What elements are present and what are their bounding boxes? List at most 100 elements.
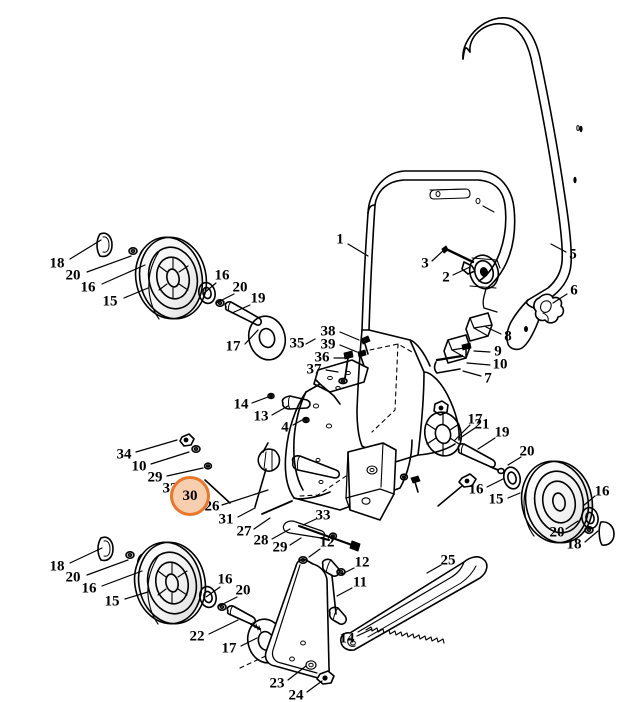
callout-leader-16 — [582, 495, 596, 507]
callout-leader-35 — [305, 338, 316, 345]
callout-leader-4 — [292, 418, 305, 426]
callout-leader-2 — [452, 266, 471, 276]
callout-number-7: 7 — [484, 370, 492, 387]
callout-leader-26 — [221, 489, 269, 506]
callout-number-16: 16 — [594, 483, 610, 500]
callout-number-10: 10 — [131, 458, 147, 475]
callout-number-14: 14 — [339, 630, 355, 647]
callout-number-31: 31 — [218, 511, 234, 528]
callout-number-20: 20 — [65, 267, 81, 284]
callout-number-37: 37 — [306, 361, 322, 378]
callout-number-17: 17 — [467, 411, 483, 428]
callout-number-15: 15 — [102, 293, 118, 310]
callout-leader-20 — [86, 559, 129, 576]
callout-leader-5 — [550, 243, 567, 253]
callout-number-19: 19 — [494, 424, 510, 441]
callout-number-27: 27 — [236, 523, 252, 540]
callout-number-15: 15 — [488, 491, 504, 508]
callout-number-39: 39 — [320, 336, 336, 353]
callout-number-10: 10 — [492, 356, 508, 373]
callout-leader-38 — [339, 331, 360, 341]
callout-number-29: 29 — [272, 539, 288, 556]
callout-number-17: 17 — [225, 338, 241, 355]
callout-number-38: 38 — [320, 323, 336, 340]
callout-leader-15 — [507, 492, 521, 499]
callout-leader-16 — [101, 264, 146, 285]
callout-number-16: 16 — [217, 571, 233, 588]
callout-leader-18 — [69, 547, 103, 564]
callout-leader-16 — [202, 282, 217, 295]
callout-number-20: 20 — [232, 279, 248, 296]
callout-number-21: 21 — [474, 416, 490, 433]
callout-leader-9 — [473, 350, 491, 353]
callout-number-12: 12 — [354, 554, 370, 571]
callout-leader-14 — [356, 628, 373, 637]
callout-number-9: 9 — [494, 343, 502, 360]
callout-leader-31 — [237, 507, 256, 518]
callout-number-29: 29 — [147, 469, 163, 486]
callout-leader-10 — [150, 451, 190, 465]
callout-leader-19 — [477, 437, 496, 450]
callout-leader-27 — [253, 517, 271, 530]
callout-leader-17 — [240, 637, 258, 647]
callout-leader-28 — [271, 528, 291, 540]
callout-leader-29 — [166, 467, 204, 477]
callout-leader-16 — [486, 478, 504, 488]
callout-leader-33 — [302, 518, 317, 526]
callout-number-16: 16 — [80, 279, 96, 296]
callout-leader-39 — [339, 344, 358, 353]
callout-leader-12 — [341, 567, 355, 575]
callout-leader-18 — [69, 239, 102, 260]
callout-leader-24 — [306, 680, 323, 693]
callout-number-3: 3 — [421, 255, 429, 272]
highlighted-part-badge[interactable]: 30 — [170, 476, 210, 516]
callout-leader-22 — [208, 619, 239, 635]
callout-leader-20 — [565, 520, 579, 530]
callout-number-14: 14 — [233, 396, 249, 413]
callout-leader-20 — [218, 596, 238, 607]
callout-number-20: 20 — [235, 582, 251, 599]
callout-leader-17 — [244, 329, 259, 345]
callout-number-20: 20 — [549, 524, 565, 541]
callout-number-6: 6 — [570, 282, 578, 299]
callout-leader-6 — [552, 293, 568, 304]
callout-number-5: 5 — [569, 246, 577, 263]
callout-number-28: 28 — [253, 532, 269, 549]
callout-leader-7 — [462, 370, 482, 377]
callout-leader-10 — [466, 362, 491, 366]
callout-number-13: 13 — [253, 408, 269, 425]
callout-number-16: 16 — [468, 481, 484, 498]
callout-leader-12 — [308, 548, 321, 558]
callout-number-22: 22 — [189, 628, 205, 645]
callout-number-18: 18 — [49, 558, 65, 575]
callout-number-25: 25 — [440, 552, 456, 569]
callout-leader-25 — [426, 564, 442, 574]
callout-leader-20 — [215, 293, 235, 304]
callout-number-18: 18 — [49, 255, 65, 272]
callout-leader-20 — [507, 456, 522, 466]
callout-number-2: 2 — [442, 269, 450, 286]
callout-number-20: 20 — [65, 569, 81, 586]
callout-number-8: 8 — [504, 328, 512, 345]
callout-number-19: 19 — [250, 290, 266, 307]
callout-number-34: 34 — [116, 446, 132, 463]
callout-number-15: 15 — [104, 593, 120, 610]
callout-leader-37 — [325, 369, 339, 373]
callout-number-23: 23 — [269, 675, 285, 692]
callout-number-17: 17 — [221, 640, 237, 657]
callout-leader-15 — [123, 287, 149, 299]
callout-leader-lines — [69, 239, 599, 693]
callout-leader-8 — [485, 326, 502, 335]
callout-number-4: 4 — [281, 419, 289, 436]
callout-number-24: 24 — [288, 687, 304, 702]
callout-number-33: 33 — [315, 507, 331, 524]
callout-leader-3 — [431, 248, 446, 262]
callout-number-36: 36 — [314, 349, 330, 366]
callout-leader-23 — [287, 665, 307, 681]
callout-leader-21 — [459, 427, 476, 439]
callout-leader-18 — [584, 530, 599, 543]
callout-leader-1 — [347, 243, 369, 257]
callout-number-11: 11 — [352, 574, 368, 591]
